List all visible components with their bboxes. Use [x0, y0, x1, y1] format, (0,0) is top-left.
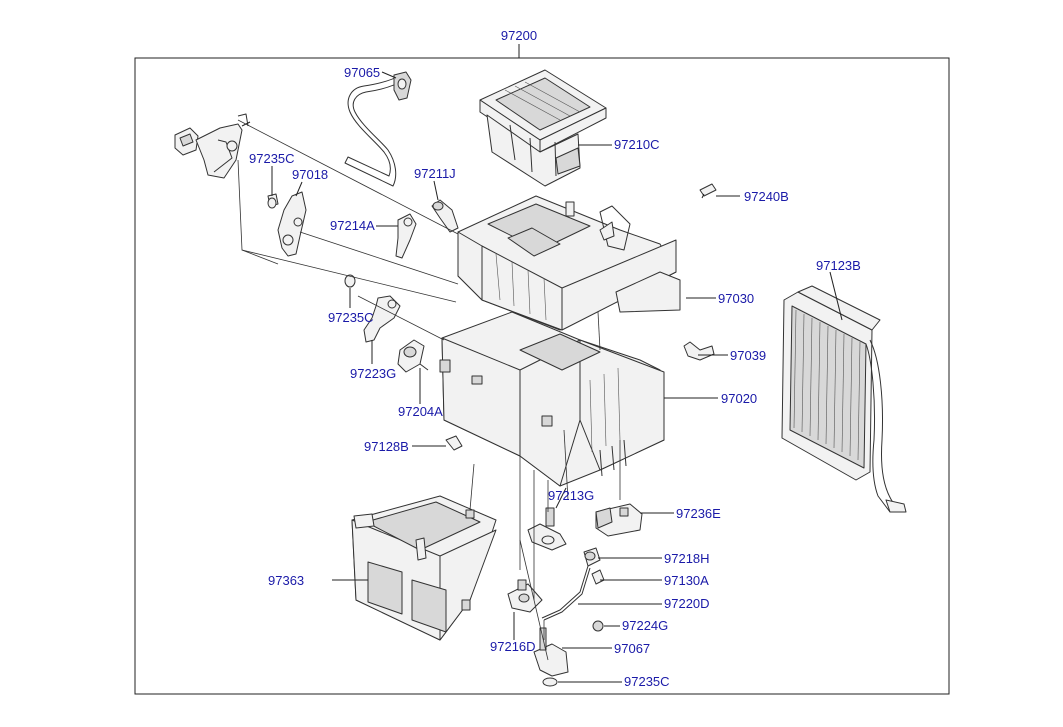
label-97020: 97020 [721, 391, 757, 406]
diagram-frame [134, 57, 950, 695]
duct-97210C-drawing [479, 69, 607, 187]
actuator-97235C-top-drawing [174, 113, 251, 179]
label-97220D: 97220D [664, 596, 710, 611]
part-97214A-drawing [395, 213, 417, 259]
assembly-reference-lines [237, 119, 621, 661]
label-97363: 97363 [268, 573, 304, 588]
washer-97235C-mid-drawing [267, 197, 356, 288]
label-97216D: 97216D [490, 639, 536, 654]
label-97223G: 97223G [350, 366, 396, 381]
lever-97213G-drawing [527, 507, 567, 551]
part-97130A-drawing [591, 569, 605, 585]
part-97218H-drawing [583, 547, 601, 567]
rod-97220D-drawing [541, 565, 591, 621]
part-97224G-drawing [592, 620, 604, 632]
cable-97065-drawing [344, 71, 412, 187]
duct-97363-drawing [351, 495, 497, 641]
part-97211J-drawing [431, 199, 459, 233]
lever-97216D-drawing [507, 579, 543, 613]
label-97235C-top: 97235C [249, 151, 295, 166]
label-97065: 97065 [344, 65, 380, 80]
washer-97235C-bottom-drawing [542, 677, 558, 687]
label-97018: 97018 [292, 167, 328, 182]
label-97235C-mid: 97235C [328, 310, 374, 325]
label-97030: 97030 [718, 291, 754, 306]
label-97210C: 97210C [614, 137, 660, 152]
label-97214A: 97214A [330, 218, 375, 233]
lower-housing-97020-drawing [439, 311, 665, 487]
upper-housing-97030-drawing [457, 195, 681, 331]
evaporator-97123B-drawing [781, 285, 907, 513]
clip-97128B-drawing [445, 435, 463, 451]
motor-97204A-drawing [397, 339, 429, 373]
label-97067: 97067 [614, 641, 650, 656]
label-97211J: 97211J [414, 166, 456, 181]
label-97236E: 97236E [676, 506, 721, 521]
label-97224G: 97224G [622, 618, 668, 633]
clip-97240B-drawing [699, 183, 717, 199]
label-97204A: 97204A [398, 404, 443, 419]
label-97235C-bottom: 97235C [624, 674, 670, 689]
label-97039: 97039 [730, 348, 766, 363]
label-97200: 97200 [501, 28, 537, 43]
arm-97223G-drawing [363, 295, 401, 343]
label-97130A: 97130A [664, 573, 709, 588]
label-97213G: 97213G [548, 488, 594, 503]
label-97128B: 97128B [364, 439, 409, 454]
actuator-97236E-drawing [595, 503, 643, 537]
leader-lines [271, 71, 843, 683]
label-97123B: 97123B [816, 258, 861, 273]
label-97240B: 97240B [744, 189, 789, 204]
bracket-97039-drawing [683, 341, 715, 361]
link-97067-drawing [533, 627, 569, 677]
label-97218H: 97218H [664, 551, 710, 566]
